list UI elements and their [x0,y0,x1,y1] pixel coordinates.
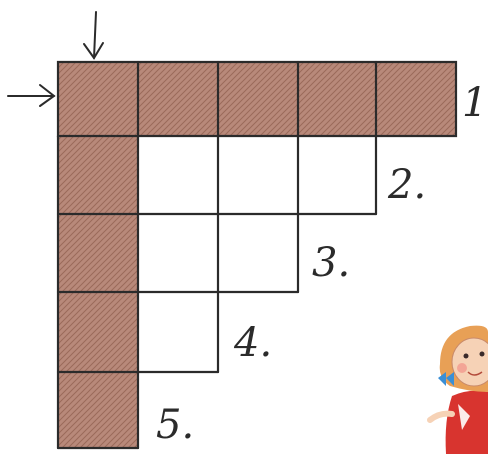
shaded-cell [138,62,218,136]
arrow-down-icon [84,12,103,58]
shaded-cell [58,292,138,372]
row-label-5: 5. [156,402,194,448]
row-label-4: 4. [233,320,272,366]
shaded-cell [58,214,138,292]
row-label-1: 1. [462,80,488,126]
shaded-cell [376,62,456,136]
shaded-cells [58,62,456,448]
shaded-cell [58,372,138,448]
shaded-cell [58,62,138,136]
arrow-right-icon [8,85,54,106]
girl-illustration [430,326,488,454]
shaded-cell [298,62,376,136]
girl-dress [446,391,488,454]
row-label-3: 3. [312,240,350,286]
row-label-2: 2. [387,162,426,208]
shaded-cell [58,136,138,214]
shaded-cell [218,62,298,136]
